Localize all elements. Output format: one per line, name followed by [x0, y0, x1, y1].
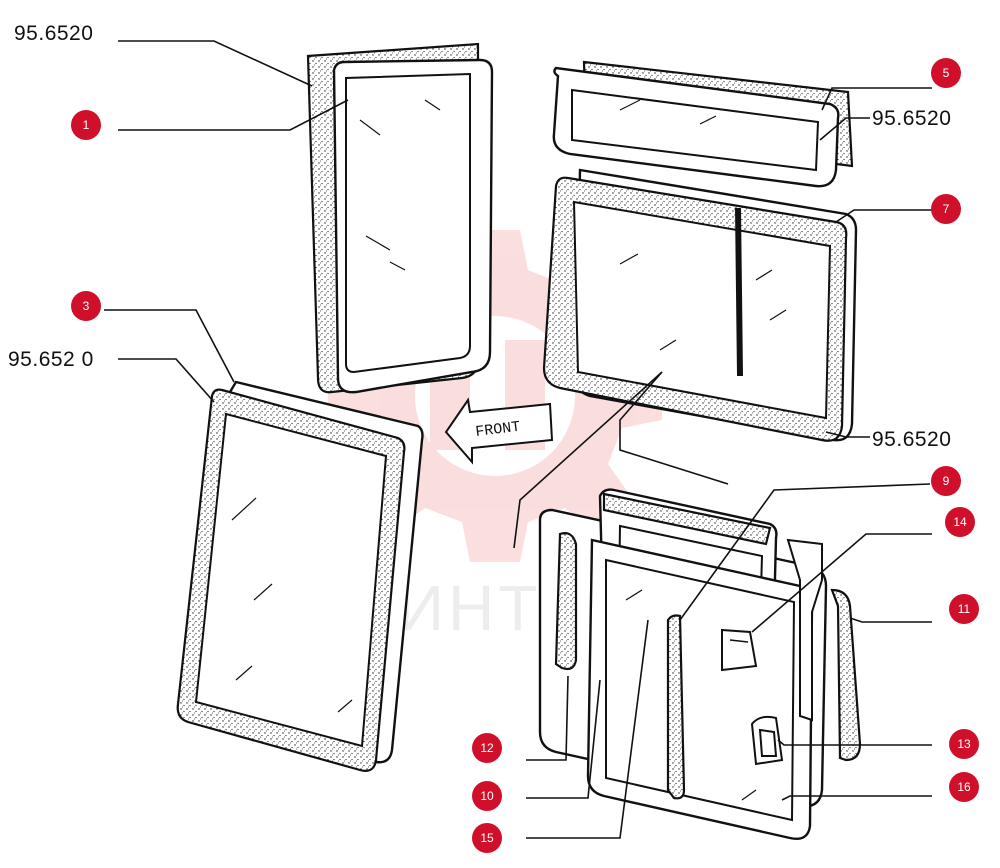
callout-10-label: 10 — [480, 789, 494, 803]
callout-3: 3 — [71, 291, 101, 321]
front-label: FRONT — [475, 419, 522, 441]
front-direction-arrow: FRONT — [444, 397, 554, 465]
leader-lines — [104, 40, 932, 839]
window-lower-right-assembly — [538, 488, 862, 840]
callout-12: 12 — [472, 733, 502, 763]
callout-10: 10 — [472, 781, 502, 811]
callout-1-label: 1 — [83, 118, 90, 132]
part-code-mid-left: 95.652 0 — [8, 348, 94, 371]
callout-16: 16 — [949, 772, 979, 802]
callout-16-label: 16 — [957, 780, 971, 794]
callout-13-label: 13 — [957, 737, 971, 751]
callout-12-label: 12 — [480, 741, 494, 755]
window-upper-left — [306, 42, 494, 394]
callout-7-label: 7 — [943, 202, 950, 216]
window-sliding-right — [542, 168, 858, 442]
callout-11: 11 — [949, 594, 979, 624]
callout-5-label: 5 — [943, 66, 950, 80]
window-lower-left — [176, 380, 424, 772]
callout-11-label: 11 — [958, 602, 971, 616]
window-top-right-channel — [552, 60, 854, 188]
callout-15: 15 — [472, 823, 502, 853]
callout-14: 14 — [945, 507, 975, 537]
callout-7: 7 — [931, 194, 961, 224]
part-code-top-left: 95.6520 — [14, 22, 93, 45]
callout-9: 9 — [931, 466, 961, 496]
callout-13: 13 — [949, 729, 979, 759]
callout-15-label: 15 — [480, 831, 494, 845]
callout-1: 1 — [71, 110, 101, 140]
part-code-right-upper: 95.6520 — [872, 107, 951, 130]
callout-3-label: 3 — [83, 299, 90, 313]
part-code-right-lower: 95.6520 — [872, 428, 951, 451]
callout-14-label: 14 — [953, 515, 967, 529]
callout-9-label: 9 — [943, 474, 950, 488]
callout-5: 5 — [931, 58, 961, 88]
